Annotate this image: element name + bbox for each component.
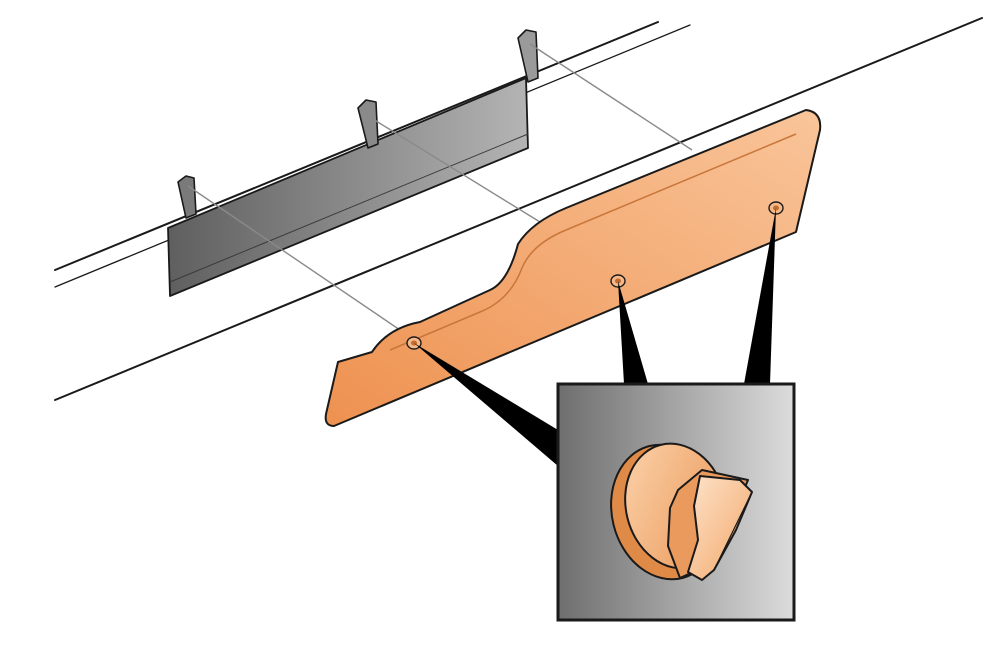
knob-head-top xyxy=(687,475,753,581)
bracket-tab-left xyxy=(177,175,197,219)
knob-head-ridge xyxy=(713,491,753,571)
detail-inset xyxy=(556,382,796,622)
callout-pointer-right xyxy=(744,208,776,384)
callout-pointer-left xyxy=(414,343,558,466)
callout-pointer-middle xyxy=(618,281,648,384)
bracket-tab-middle xyxy=(357,99,379,149)
guard-panel-body xyxy=(324,109,822,427)
guard-panel xyxy=(324,109,822,427)
alignment-guides xyxy=(187,43,693,331)
fastener-closeup xyxy=(610,442,753,581)
guard-panel-flange-line xyxy=(389,133,797,351)
bracket-fold-line xyxy=(169,133,529,283)
guide-line-middle xyxy=(367,115,541,223)
bracket-tab-right xyxy=(517,29,539,83)
bracket-plate xyxy=(167,77,529,297)
guide-line-left xyxy=(187,185,401,331)
mounting-bracket xyxy=(167,29,539,297)
callout-pointers xyxy=(414,208,776,466)
guide-line-right xyxy=(529,43,693,151)
upper-rail-line xyxy=(54,21,659,271)
